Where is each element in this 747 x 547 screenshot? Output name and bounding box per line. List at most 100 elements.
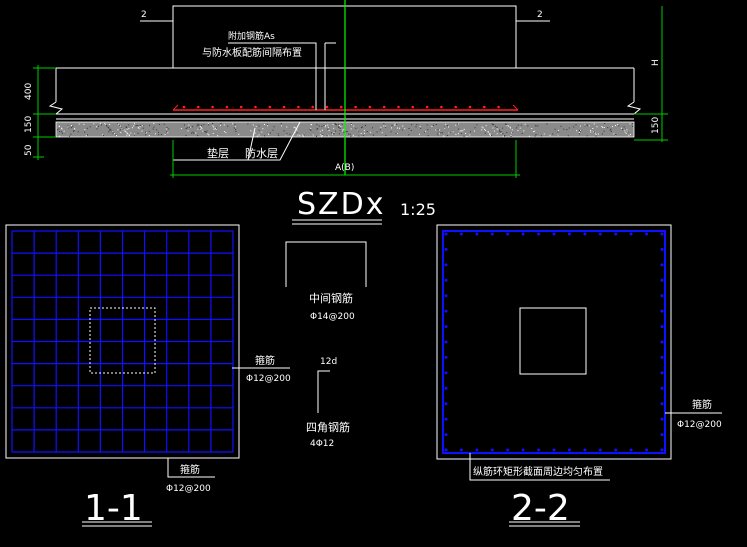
speckle-grain: [404, 128, 406, 130]
rebar-dot: [297, 105, 300, 109]
speckle-grain: [490, 134, 491, 136]
speckle-grain: [199, 126, 201, 128]
rebar-dots-row: [182, 105, 500, 109]
speckle-grain: [624, 129, 626, 131]
speckle-grain: [590, 130, 591, 132]
speckle-grain: [113, 132, 115, 134]
speckle-grain: [482, 127, 484, 129]
longitudinal-bar: [567, 232, 571, 236]
speckle-grain: [137, 132, 139, 134]
rebar-dot: [254, 105, 257, 109]
speckle-grain: [127, 133, 129, 135]
speckle-grain: [334, 123, 336, 125]
speckle-grain: [452, 131, 454, 133]
speckle-grain: [205, 132, 207, 133]
speckle-grain: [297, 134, 299, 136]
speckle-grain: [361, 126, 363, 128]
speckle-grain: [166, 127, 168, 129]
speckle-grain: [408, 128, 410, 129]
drawing-scale: 1:25: [400, 200, 436, 219]
speckle-grain: [531, 128, 533, 129]
speckle-grain: [416, 124, 418, 126]
speckle-grain: [63, 130, 65, 132]
label-cushion: 垫层: [207, 146, 229, 160]
speckle-grain: [510, 134, 512, 136]
longitudinal-bar: [506, 448, 510, 452]
speckle-grain: [366, 131, 368, 132]
speckle-grain: [584, 125, 586, 127]
speckle-grain: [192, 131, 194, 133]
speckle-grain: [435, 129, 437, 131]
longitudinal-bar: [645, 232, 649, 236]
speckle-grain: [153, 126, 155, 128]
speckle-grain: [131, 127, 133, 129]
speckle-grain: [199, 128, 201, 130]
speckle-grain: [620, 127, 622, 129]
speckle-grain: [316, 128, 318, 130]
speckle-grain: [427, 129, 429, 131]
speckle-grain: [557, 130, 559, 132]
speckle-grain: [491, 123, 493, 125]
speckle-grain: [575, 124, 577, 126]
speckle-grain: [267, 125, 268, 127]
speckle-grain: [109, 128, 111, 130]
speckle-grain: [527, 125, 529, 127]
section-mark-right: 2: [537, 10, 543, 20]
speckle-grain: [185, 134, 187, 136]
longitudinal-bar: [660, 371, 664, 375]
speckle-grain: [484, 128, 486, 130]
speckle-grain: [232, 123, 234, 125]
speckle-grain: [590, 131, 592, 133]
speckle-grain: [130, 132, 132, 134]
speckle-grain: [626, 129, 628, 131]
speckle-grain: [327, 135, 329, 137]
longitudinal-bar: [660, 340, 664, 344]
rebar-dot: [440, 105, 443, 109]
rebar-hook-left: [172, 104, 179, 111]
speckle-grain: [235, 131, 237, 132]
section-2-2-note: 纵筋环矩形截面周边均匀布置: [473, 465, 603, 478]
speckle-grain: [152, 128, 154, 130]
speckle-grain: [509, 127, 511, 129]
speckle-grain: [331, 132, 332, 134]
rebar-dot: [454, 105, 458, 109]
speckle-grain: [220, 123, 222, 124]
side-label-2: 箍筋: [692, 398, 712, 411]
longitudinal-bar: [444, 371, 448, 375]
speckle-grain: [146, 132, 147, 134]
speckle-grain: [383, 125, 385, 127]
speckle-grain: [504, 135, 506, 136]
speckle-grain: [134, 134, 135, 136]
speckle-grain: [474, 130, 475, 132]
speckle-grain: [117, 123, 119, 125]
elevation-view: 2 2 附加钢筋As 与防水板配筋间隔布置 垫层 防水层: [24, 0, 668, 225]
speckle-grain: [117, 129, 119, 131]
speckle-grain: [506, 132, 508, 133]
speckle-grain: [286, 133, 288, 135]
speckle-grain: [200, 127, 202, 129]
speckle-grain: [250, 130, 252, 132]
speckle-grain: [535, 125, 537, 127]
longitudinal-bar: [444, 448, 448, 452]
speckle-grain: [138, 127, 140, 129]
speckle-grain: [622, 129, 624, 130]
speckle-grain: [102, 134, 104, 136]
speckle-grain: [296, 129, 298, 131]
speckle-grain: [327, 126, 329, 128]
speckle-grain: [99, 123, 101, 125]
speckle-grain: [431, 125, 433, 127]
rebar-dot: [411, 105, 415, 109]
speckle-grain: [498, 129, 500, 131]
speckle-grain: [617, 124, 619, 126]
speckle-grain: [336, 124, 337, 126]
longitudinal-bar: [660, 232, 664, 236]
longitudinal-bar: [444, 263, 448, 267]
speckle-grain: [296, 132, 298, 134]
note-leader-2-2: [469, 453, 610, 481]
speckle-grain: [272, 129, 274, 131]
speckle-grain: [104, 123, 106, 125]
speckle-grain: [520, 124, 522, 126]
speckle-grain: [134, 133, 135, 135]
speckle-grain: [552, 133, 554, 135]
speckle-grain: [383, 123, 385, 125]
